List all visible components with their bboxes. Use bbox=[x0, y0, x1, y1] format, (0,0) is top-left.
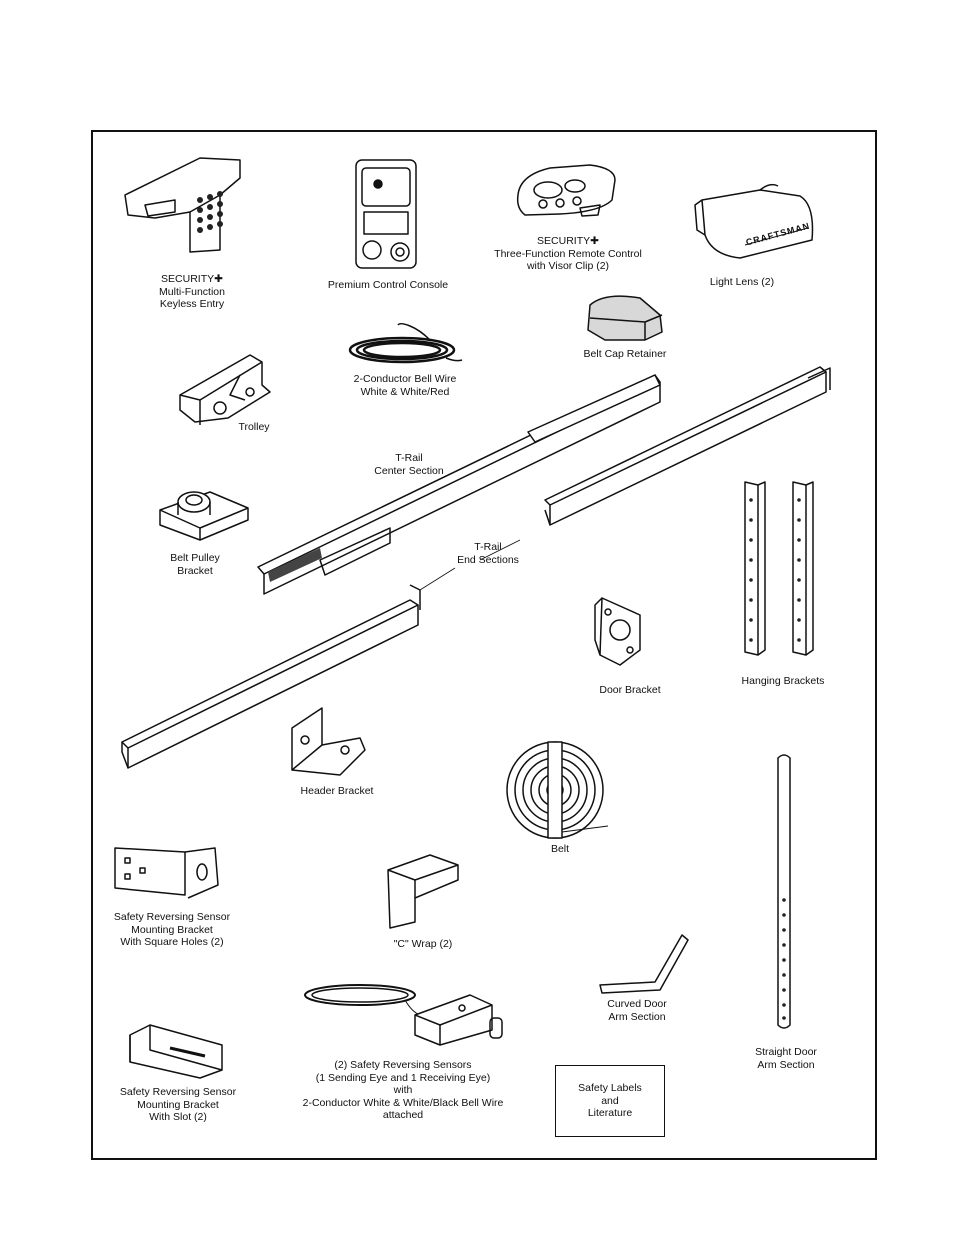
sensor-bracket-slot-drawing bbox=[129, 1024, 223, 1079]
label-line: Belt Cap Retainer bbox=[583, 348, 667, 360]
label-line: Premium Control Console bbox=[327, 279, 449, 291]
t-rail-end-label: T-Rail End Sections bbox=[457, 541, 519, 566]
light-lens-label: Light Lens (2) bbox=[710, 276, 774, 289]
hanging-brackets-label: Hanging Brackets bbox=[742, 675, 825, 688]
belt-cap-retainer-drawing bbox=[587, 295, 663, 341]
label-line: 2-Conductor Bell Wire bbox=[353, 373, 457, 385]
sensor-bracket-slot-label: Safety Reversing Sensor Mounting Bracket… bbox=[120, 1086, 236, 1124]
label-line: T-Rail bbox=[474, 541, 502, 553]
label-line: "C" Wrap (2) bbox=[393, 938, 453, 950]
label-line: Trolley bbox=[238, 421, 270, 433]
trolley-label: Trolley bbox=[238, 421, 269, 434]
label-line: attached bbox=[382, 1109, 424, 1121]
safety-labels-box: Safety Labels and Literature bbox=[555, 1065, 665, 1137]
label-line: Mounting Bracket bbox=[137, 1098, 219, 1111]
door-bracket-drawing bbox=[594, 597, 641, 666]
remote-control-drawing bbox=[516, 164, 616, 217]
t-rail-center-label: T-Rail Center Section bbox=[374, 452, 443, 477]
t-rail-end-drawing-2 bbox=[121, 584, 421, 769]
label-line: Arm Section bbox=[757, 1058, 815, 1071]
label-line: Safety Reversing Sensor bbox=[113, 911, 231, 923]
label-line: with Visor Clip (2) bbox=[526, 260, 610, 272]
c-wrap-label: "C" Wrap (2) bbox=[394, 938, 453, 951]
straight-arm-label: Straight Door Arm Section bbox=[755, 1046, 817, 1071]
label-line: 2-Conductor White & White/Black Bell Wir… bbox=[302, 1096, 504, 1109]
label-line: Mounting Bracket bbox=[131, 923, 213, 936]
keyless-entry-drawing bbox=[124, 157, 241, 253]
remote-control-label: SECURITY✚ Three-Function Remote Control … bbox=[494, 235, 642, 273]
label-line: Straight Door bbox=[755, 1046, 817, 1058]
curved-arm-drawing bbox=[599, 934, 689, 994]
sensor-bracket-square-drawing bbox=[114, 847, 219, 899]
bell-wire-label: 2-Conductor Bell Wire White & White/Red bbox=[354, 373, 457, 398]
label-line: White & White/Red bbox=[360, 385, 450, 398]
label-line: and bbox=[601, 1094, 619, 1107]
curved-arm-label: Curved Door Arm Section bbox=[607, 998, 667, 1023]
label-line: (1 Sending Eye and 1 Receiving Eye) bbox=[315, 1071, 491, 1084]
label-line: Curved Door bbox=[607, 998, 667, 1010]
c-wrap-drawing bbox=[387, 854, 459, 929]
t-rail-center-drawing bbox=[257, 374, 661, 595]
label-line: Hanging Brackets bbox=[741, 675, 825, 687]
label-line: Belt Pulley bbox=[170, 552, 220, 564]
hanging-brackets-drawing bbox=[744, 481, 814, 656]
label-line: Literature bbox=[587, 1107, 633, 1120]
label-line: With Square Holes (2) bbox=[120, 936, 224, 948]
label-line: SECURITY✚ bbox=[537, 235, 599, 247]
label-line: T-Rail bbox=[395, 452, 423, 464]
header-bracket-label: Header Bracket bbox=[301, 785, 374, 798]
label-line: Light Lens (2) bbox=[709, 276, 775, 288]
label-line: Bracket bbox=[177, 564, 213, 577]
label-line: Safety Labels bbox=[578, 1082, 642, 1095]
label-line: Keyless Entry bbox=[159, 298, 225, 310]
label-line: SECURITY✚ bbox=[161, 273, 223, 285]
sensors-drawing bbox=[304, 984, 503, 1046]
t-rail-end-drawing-1 bbox=[544, 366, 831, 526]
sensor-bracket-square-label: Safety Reversing Sensor Mounting Bracket… bbox=[114, 911, 230, 949]
label-line: Door Bracket bbox=[599, 684, 661, 696]
door-bracket-label: Door Bracket bbox=[599, 684, 660, 697]
label-line: Arm Section bbox=[608, 1010, 666, 1023]
control-console-drawing bbox=[355, 159, 417, 269]
bell-wire-drawing bbox=[348, 322, 463, 364]
label-line: Header Bracket bbox=[300, 785, 374, 797]
label-line: End Sections bbox=[457, 553, 519, 566]
keyless-entry-label: SECURITY✚ Multi-Function Keyless Entry bbox=[159, 273, 225, 311]
label-line: With Slot (2) bbox=[149, 1111, 207, 1123]
belt-cap-retainer-label: Belt Cap Retainer bbox=[584, 348, 667, 361]
belt-pulley-bracket-label: Belt Pulley Bracket bbox=[170, 552, 220, 577]
belt-label: Belt bbox=[551, 843, 569, 856]
label-line: Safety Reversing Sensor bbox=[119, 1086, 237, 1098]
light-lens-drawing bbox=[694, 183, 814, 259]
label-line: Center Section bbox=[374, 464, 444, 477]
parts-diagram-frame bbox=[91, 130, 877, 1160]
trolley-drawing bbox=[179, 354, 271, 425]
label-line: Belt bbox=[550, 843, 570, 855]
label-line: with bbox=[393, 1084, 413, 1096]
control-console-label: Premium Control Console bbox=[328, 279, 448, 292]
belt-pulley-bracket-drawing bbox=[159, 491, 249, 541]
straight-arm-drawing bbox=[777, 754, 791, 1029]
label-line: Three-Function Remote Control bbox=[494, 247, 642, 260]
sensors-label: (2) Safety Reversing Sensors (1 Sending … bbox=[303, 1059, 504, 1122]
header-bracket-drawing bbox=[291, 707, 366, 776]
belt-drawing bbox=[506, 741, 609, 839]
label-line: (2) Safety Reversing Sensors bbox=[334, 1059, 472, 1071]
label-line: Multi-Function bbox=[159, 285, 225, 298]
